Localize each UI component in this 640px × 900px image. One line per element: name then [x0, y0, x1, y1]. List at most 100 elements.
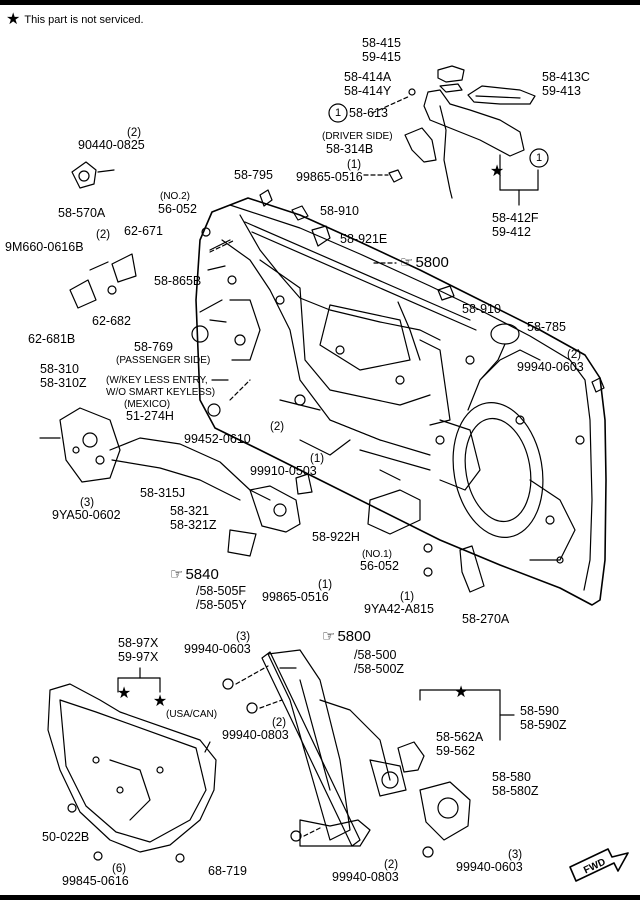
part-label: 99940-0603 [456, 860, 523, 874]
part-label: 58-310Z [40, 376, 87, 390]
part-label: /58-505Y [196, 598, 247, 612]
door-shell-drawing [195, 197, 607, 606]
quantity-label: (2) [270, 421, 285, 433]
part-label: 58-922H [312, 530, 360, 544]
part-label: 56-052 [158, 202, 197, 216]
part-label: 99452-0610 [184, 432, 251, 446]
part-label: 58-910 [320, 204, 359, 218]
note-label: (DRIVER SIDE) [322, 131, 393, 142]
part-label: 99865-0516 [262, 590, 329, 604]
part-label: 99940-0803 [222, 728, 289, 742]
part-label: 56-052 [360, 559, 399, 573]
legend-text: This part is not serviced. [24, 14, 144, 26]
quantity-label: (1) [310, 453, 325, 465]
part-label: 58-590 [520, 704, 559, 718]
quantity-label: (3) [508, 849, 523, 861]
part-label: 51-274H [126, 409, 174, 423]
part-label: 58-795 [234, 168, 273, 182]
note-label: (W/KEY LESS ENTRY, [106, 375, 208, 386]
star-icon: ★ [6, 11, 21, 28]
section-reference: ☞ 5800 [322, 628, 371, 645]
not-serviced-markers: ★ ★ ★ ★ [117, 163, 504, 710]
part-label: 59-415 [362, 50, 401, 64]
quantity-label: (1) [400, 591, 415, 603]
watershield-drawing [47, 667, 217, 863]
part-label: 58-570A [58, 206, 106, 220]
note-label: (USA/CAN) [166, 709, 218, 720]
callout-circle-1b [529, 148, 549, 168]
outer-handle-drawing [363, 65, 539, 206]
part-label: 58-562A [436, 730, 484, 744]
quantity-label: (3) [236, 631, 251, 643]
top-rule [0, 0, 640, 5]
part-label: 58-910 [462, 302, 501, 316]
star-icon: ★ [454, 684, 468, 701]
quantity-label: (2) [567, 349, 582, 361]
regulator-drawing [222, 649, 515, 858]
part-label: 58-315J [140, 486, 186, 500]
callout-number: 1 [535, 152, 543, 164]
part-label: 62-682 [92, 314, 131, 328]
part-label: /58-505F [196, 584, 247, 598]
part-label: 58-314B [326, 142, 374, 156]
part-label: 59-412 [492, 225, 531, 239]
part-label: 58-580 [492, 770, 531, 784]
part-label: /58-500 [354, 648, 397, 662]
quantity-label: (3) [80, 497, 95, 509]
note-label: (PASSENGER SIDE) [116, 355, 211, 366]
part-label: 59-562 [436, 744, 475, 758]
callout-number: 1 [334, 107, 342, 119]
part-label: 68-719 [208, 864, 247, 878]
left-parts-drawing [39, 161, 313, 557]
part-label: 99940-0603 [184, 642, 251, 656]
part-label: /58-500Z [354, 662, 405, 676]
note-label: (MEXICO) [124, 399, 171, 410]
bottom-rule [0, 895, 640, 900]
part-label: 58-590Z [520, 718, 567, 732]
part-label: 58-310 [40, 362, 79, 376]
part-label: 58-321 [170, 504, 209, 518]
pointing-hand-icon: ☞ [322, 628, 336, 645]
part-label: 9YA42-A815 [364, 602, 434, 616]
section-reference: ☞ 5840 [170, 566, 219, 583]
part-label: 58-414Y [344, 84, 392, 98]
note-label: (NO.2) [160, 191, 190, 202]
quantity-label: (6) [112, 863, 127, 875]
pointing-hand-icon: ☞ [400, 254, 414, 271]
part-label: 58-270A [462, 612, 510, 626]
quantity-label: (2) [384, 859, 399, 871]
quantity-label: (2) [272, 717, 287, 729]
quantity-label: (2) [127, 127, 142, 139]
part-label: 58-785 [527, 320, 566, 334]
part-label: 58-412F [492, 211, 539, 225]
right-parts-drawing [259, 189, 605, 593]
quantity-label: (1) [347, 159, 362, 171]
legend-notice: ★ This part is not serviced. [6, 12, 144, 28]
part-label: 58-321Z [170, 518, 217, 532]
part-label: 99910-0503 [250, 464, 317, 478]
part-label: 62-681B [28, 332, 76, 346]
part-label: 58-97X [118, 636, 159, 650]
part-label: 59-97X [118, 650, 159, 664]
quantity-label: (1) [318, 579, 333, 591]
pointing-hand-icon: ☞ [170, 566, 184, 583]
part-label: 58-613 [349, 106, 388, 120]
part-label: 58-414A [344, 70, 392, 84]
part-label: 59-413 [542, 84, 581, 98]
forward-arrow-icon: FWD [569, 848, 629, 882]
part-label: 58-415 [362, 36, 401, 50]
part-label: 99865-0516 [296, 170, 363, 184]
part-label: 58-865B [154, 274, 202, 288]
part-label: 62-671 [124, 224, 163, 238]
part-label: 99845-0616 [62, 874, 129, 888]
star-icon: ★ [117, 685, 131, 702]
part-label: 50-022B [42, 830, 90, 844]
quantity-label: (2) [96, 229, 111, 241]
section-reference: ☞ 5800 [400, 254, 449, 271]
star-icon: ★ [490, 163, 504, 180]
part-label: 9M660-0616B [5, 240, 84, 254]
part-label: 58-921E [340, 232, 388, 246]
note-label: W/O SMART KEYLESS) [106, 387, 216, 398]
part-label: 99940-0803 [332, 870, 399, 884]
